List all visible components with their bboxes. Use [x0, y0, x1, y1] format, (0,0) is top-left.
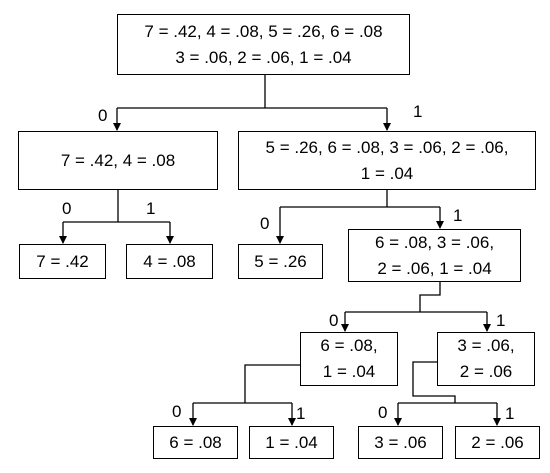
edge-label-6321-1: 1	[496, 311, 506, 330]
edge-label-6321-0: 0	[329, 311, 339, 330]
leaf-7: 7 = .42	[19, 244, 106, 279]
leaf-6: 6 = .08	[153, 426, 238, 459]
leaf-1-label: 1 = .04	[265, 432, 318, 452]
node-3-2-line2: 2 = .06	[459, 362, 513, 381]
node-5-6-3-2-1: 5 = .26, 6 = .08, 3 = .06, 2 = .06, 1 = …	[238, 131, 536, 190]
edge-32-split	[398, 361, 497, 404]
leaf-5-label: 5 = .26	[254, 251, 307, 271]
node-root: 7 = .42, 4 = .08, 5 = .26, 6 = .08 3 = .…	[117, 14, 410, 75]
leaf-6-label: 6 = .08	[169, 432, 222, 452]
edge-root-split	[117, 75, 387, 109]
node-root-line2: 3 = .06, 2 = .06, 1 = .04	[175, 47, 352, 67]
leaf-4: 4 = .08	[126, 244, 213, 279]
edge-label-32-0: 0	[378, 403, 388, 422]
edge-label-right-0: 0	[260, 214, 270, 233]
edge-right-split	[280, 190, 440, 208]
leaf-4-label: 4 = .08	[143, 251, 196, 271]
edge-6321-split	[345, 282, 487, 313]
edge-label-root-1: 1	[413, 102, 423, 121]
leaf-2: 2 = .06	[455, 426, 540, 459]
edge-label-61-0: 0	[172, 402, 182, 421]
node-6-3-2-1-line1: 6 = .08, 3 = .06,	[374, 232, 495, 252]
leaf-1: 1 = .04	[249, 426, 334, 459]
node-6-1-line2: 1 = .04	[322, 362, 376, 381]
node-6-3-2-1: 6 = .08, 3 = .06, 2 = .06, 1 = .04	[348, 229, 521, 282]
edge-label-right-1: 1	[453, 206, 463, 225]
node-6-3-2-1-line2: 2 = .06, 1 = .04	[377, 258, 492, 278]
edge-label-left-0: 0	[62, 199, 72, 218]
node-3-2-line1: 3 = .06,	[457, 336, 515, 355]
edge-61-split	[193, 364, 300, 404]
leaf-5: 5 = .26	[238, 244, 323, 279]
node-5-6-3-2-1-line2: 1 = .04	[360, 163, 414, 183]
leaf-3: 3 = .06	[358, 426, 443, 459]
node-6-1: 6 = .08, 1 = .04	[300, 332, 398, 386]
leaf-2-label: 2 = .06	[471, 432, 524, 452]
leaf-7-label: 7 = .42	[36, 251, 89, 271]
node-6-1-line1: 6 = .08,	[320, 336, 378, 355]
edge-left-split	[63, 190, 170, 223]
node-3-2: 3 = .06, 2 = .06	[437, 332, 535, 386]
edge-label-61-1: 1	[296, 404, 306, 423]
edge-label-root-0: 0	[98, 106, 108, 125]
edge-label-32-1: 1	[505, 404, 515, 423]
leaf-3-label: 3 = .06	[374, 432, 427, 452]
edge-label-left-1: 1	[146, 199, 156, 218]
node-root-line1: 7 = .42, 4 = .08, 5 = .26, 6 = .08	[144, 21, 383, 41]
node-7-4: 7 = .42, 4 = .08	[18, 131, 218, 190]
node-7-4-line1: 7 = .42, 4 = .08	[60, 150, 176, 170]
node-5-6-3-2-1-line1: 5 = .26, 6 = .08, 3 = .06, 2 = .06,	[265, 137, 509, 157]
